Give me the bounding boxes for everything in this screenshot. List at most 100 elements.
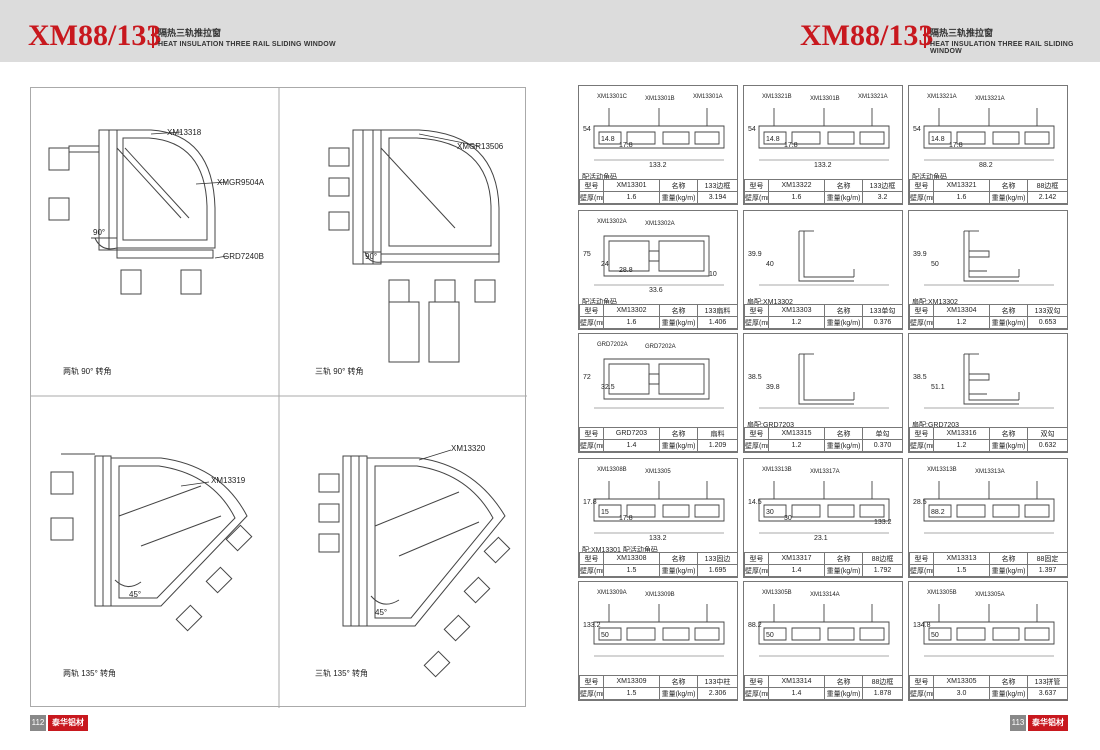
callout-90-b: 90° xyxy=(365,252,378,261)
spec-key-name: 名称 xyxy=(824,179,863,192)
profile-caption: 扇配:XM13302 xyxy=(747,299,793,306)
callout-xmgr13506: XMGR13506 xyxy=(457,142,504,151)
profile-card: 39.950扇配:XM13302型号XM13304名称133双勾壁厚(mm)1.… xyxy=(908,210,1068,330)
dimension-label: 15 xyxy=(601,509,609,516)
spec-key-weight: 重量(kg/m) xyxy=(659,687,698,700)
page-number-right: 113 xyxy=(1010,715,1026,731)
spec-key-name: 名称 xyxy=(824,675,863,688)
dimension-label: 28.5 xyxy=(913,499,927,506)
part-number-label: XM13314A xyxy=(810,592,840,598)
profile-section-drawing xyxy=(923,481,1055,534)
spec-row-wall: 壁厚(mm)1.2重量(kg/m)0.376 xyxy=(744,316,903,329)
spec-key-model: 型号 xyxy=(909,675,934,688)
part-number-label: XM13301A xyxy=(693,94,723,100)
spec-value-wall: 1.5 xyxy=(603,687,660,700)
part-number-label: XM13301C xyxy=(597,94,628,100)
callout-xm13319: XM13319 xyxy=(211,476,246,485)
spec-key-wall: 壁厚(mm) xyxy=(579,687,604,700)
profile-section-drawing xyxy=(759,230,889,286)
spec-value-name: 单勾 xyxy=(862,427,903,440)
spec-value-model: XM13316 xyxy=(933,427,990,440)
spec-key-weight: 重量(kg/m) xyxy=(659,439,698,452)
spec-value-name: 88边框 xyxy=(1027,179,1068,192)
dimension-label: 14.8 xyxy=(931,136,945,143)
spec-value-wall: 1.5 xyxy=(933,564,990,577)
spec-value-weight: 1.792 xyxy=(862,564,903,577)
dimension-label: 17.8 xyxy=(583,499,597,506)
spec-key-weight: 重量(kg/m) xyxy=(824,316,863,329)
spec-value-name: 133固边 xyxy=(697,552,738,565)
spec-key-weight: 重量(kg/m) xyxy=(824,687,863,700)
dimension-label: 14.8 xyxy=(601,136,615,143)
part-number-label: XM13305A xyxy=(975,592,1005,598)
profile-section-drawing xyxy=(759,353,889,409)
part-number-label: XM13302A xyxy=(597,219,627,225)
spec-row-wall: 壁厚(mm)1.5重量(kg/m)1.695 xyxy=(579,564,738,577)
dimension-label: 39.8 xyxy=(766,384,780,391)
spec-key-name: 名称 xyxy=(659,552,698,565)
spec-key-wall: 壁厚(mm) xyxy=(579,564,604,577)
corner-label-two-rail-90: 两轨 90° 转角 xyxy=(63,367,112,376)
spec-value-wall: 1.2 xyxy=(933,316,990,329)
profile-section-drawing xyxy=(923,604,1055,657)
spec-key-name: 名称 xyxy=(824,552,863,565)
spec-key-model: 型号 xyxy=(579,179,604,192)
profile-caption: 配:XM13301 配活动角码 xyxy=(582,547,658,554)
spec-key-name: 名称 xyxy=(659,179,698,192)
spec-key-weight: 重量(kg/m) xyxy=(989,316,1028,329)
spec-key-wall: 壁厚(mm) xyxy=(909,439,934,452)
dimension-label: 88.2 xyxy=(931,509,945,516)
spec-value-model: XM13315 xyxy=(768,427,825,440)
spec-value-wall: 1.6 xyxy=(933,191,990,204)
spec-row-wall: 壁厚(mm)1.4重量(kg/m)1.878 xyxy=(744,687,903,700)
spec-key-model: 型号 xyxy=(744,427,769,440)
title-en-right: HEAT INSULATION THREE RAIL SLIDING WINDO… xyxy=(930,41,1074,55)
spec-key-model: 型号 xyxy=(579,427,604,440)
part-number-label: XM13313B xyxy=(927,467,957,473)
spec-key-wall: 壁厚(mm) xyxy=(909,316,934,329)
dimension-label: 133.2 xyxy=(874,519,892,526)
spec-value-wall: 1.4 xyxy=(768,564,825,577)
dimension-label: 134.8 xyxy=(913,622,931,629)
dimension-label: 72 xyxy=(583,374,591,381)
dimension-label: 33.6 xyxy=(649,287,663,294)
spec-value-wall: 1.2 xyxy=(768,316,825,329)
spec-value-model: XM13305 xyxy=(933,675,990,688)
dimension-label: 50 xyxy=(931,261,939,268)
spec-value-model: GRD7203 xyxy=(603,427,660,440)
callout-45-b: 45° xyxy=(375,608,388,617)
spec-value-wall: 3.0 xyxy=(933,687,990,700)
brand-logo-right: 泰华铝材 xyxy=(1028,715,1068,731)
profile-card: 38.551.1扇配:GRD7203型号XM13316名称双勾壁厚(mm)1.2… xyxy=(908,333,1068,453)
spec-value-name: 133扇料 xyxy=(697,304,738,317)
dimension-label: 50 xyxy=(766,632,774,639)
profile-section-drawing xyxy=(594,235,724,286)
spec-value-wall: 1.6 xyxy=(603,316,660,329)
dimension-label: 38.5 xyxy=(748,374,762,381)
spec-value-model: XM13309 xyxy=(603,675,660,688)
frame-dividers xyxy=(31,88,527,708)
spec-row-wall: 壁厚(mm)1.4重量(kg/m)1.209 xyxy=(579,439,738,452)
spec-key-wall: 壁厚(mm) xyxy=(909,564,934,577)
spec-row-wall: 壁厚(mm)1.2重量(kg/m)0.632 xyxy=(909,439,1068,452)
profile-caption: 配活动角码 xyxy=(582,174,617,181)
spec-value-name: 88边框 xyxy=(862,552,903,565)
spec-row-wall: 壁厚(mm)3.0重量(kg/m)3.637 xyxy=(909,687,1068,700)
profile-section-drawing xyxy=(923,108,1055,161)
dimension-label: 24 xyxy=(601,261,609,268)
spec-key-model: 型号 xyxy=(744,552,769,565)
dimension-label: 88.2 xyxy=(979,162,993,169)
dimension-label: 23.1 xyxy=(814,535,828,542)
callout-90-a: 90° xyxy=(93,228,106,237)
spec-value-name: 133边框 xyxy=(697,179,738,192)
profile-section-drawing xyxy=(758,481,890,534)
